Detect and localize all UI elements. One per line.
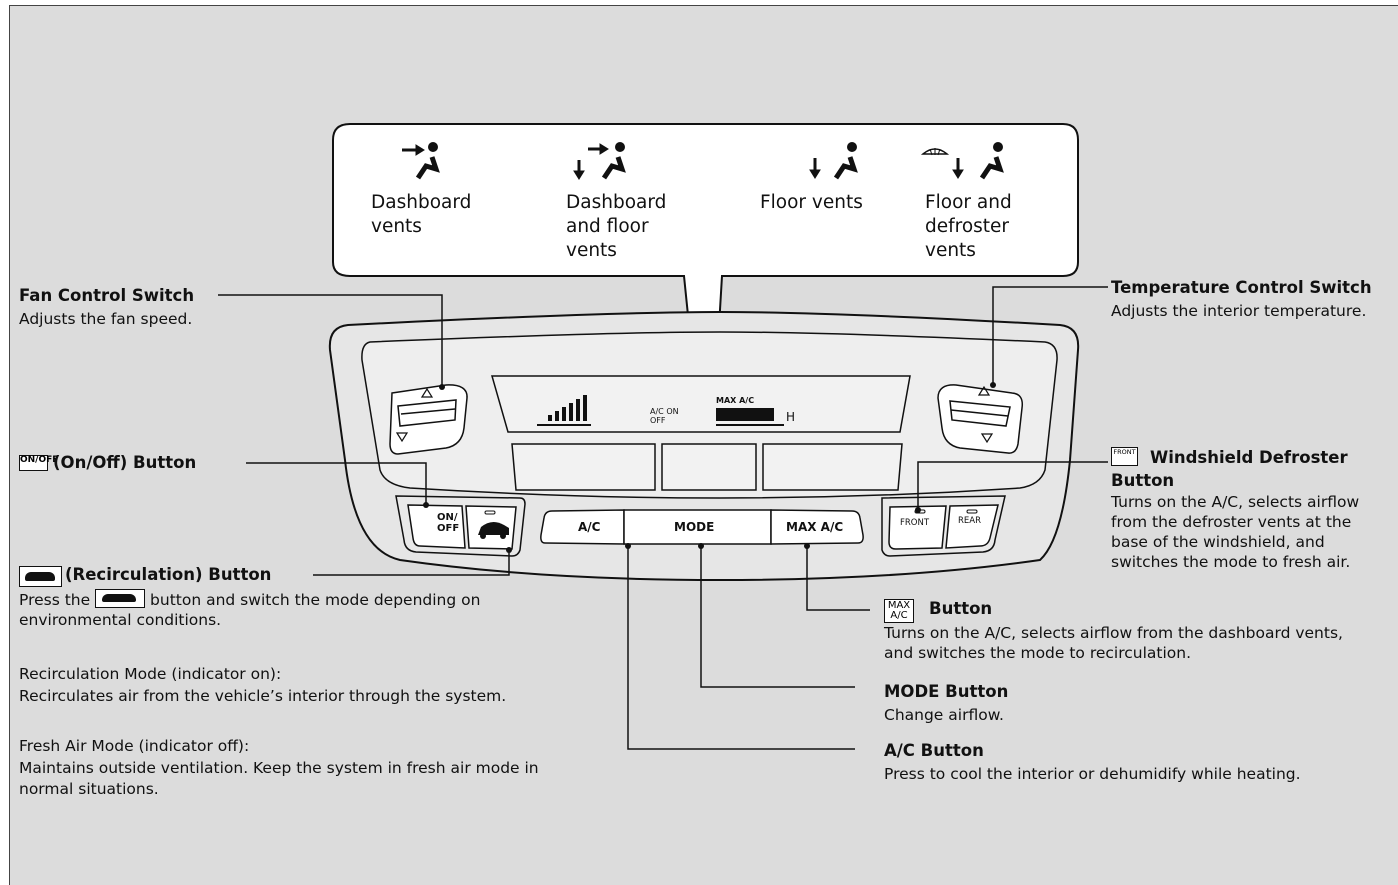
- fresh-air-mode-desc-1: Maintains outside ventilation. Keep the …: [19, 758, 539, 778]
- display-max-ac-label: MAX A/C: [716, 396, 754, 406]
- recirculation-icon: [19, 566, 62, 587]
- recirculation-inline-icon: [95, 589, 145, 608]
- max-ac-button-label: MAX A/C: [786, 517, 843, 537]
- front-defroster-icon: FRONT: [1111, 447, 1138, 466]
- fan-control-desc: Adjusts the fan speed.: [19, 309, 192, 329]
- temperature-control-title: Temperature Control Switch: [1111, 278, 1372, 298]
- mode-button-label: MODE: [674, 517, 714, 537]
- recirculation-mode-title: Recirculation Mode (indicator on):: [19, 664, 281, 684]
- mode-button-title: MODE Button: [884, 682, 1008, 702]
- fresh-air-mode-title: Fresh Air Mode (indicator off):: [19, 736, 249, 756]
- onoff-button-label: ON/OFF: [437, 512, 459, 534]
- temperature-control-desc: Adjusts the interior temperature.: [1111, 301, 1366, 321]
- max-ac-desc: Turns on the A/C, selects airflow from t…: [884, 623, 1343, 663]
- display-window: [492, 376, 910, 432]
- ac-button-label: A/C: [578, 517, 600, 537]
- ac-button-desc: Press to cool the interior or dehumidify…: [884, 764, 1301, 784]
- fresh-air-mode-desc-2: normal situations.: [19, 779, 159, 799]
- display-hot-label: H: [786, 410, 795, 424]
- recirculation-press-text-2: environmental conditions.: [19, 610, 221, 630]
- windshield-defroster-desc: Turns on the A/C, selects airflow from t…: [1111, 492, 1359, 572]
- recirculation-mode-desc: Recirculates air from the vehicle’s inte…: [19, 686, 506, 706]
- ac-button-title: A/C Button: [884, 741, 984, 761]
- max-ac-title: Button: [929, 599, 992, 619]
- onoff-icon: ON/OFF: [19, 455, 48, 471]
- lower-slot-mid: [662, 444, 756, 490]
- rear-button-label: REAR: [958, 516, 981, 526]
- recirculation-press-text: Press the button and switch the mode dep…: [19, 589, 480, 610]
- onoff-title: (On/Off) Button: [53, 453, 196, 473]
- recirculation-title: (Recirculation) Button: [65, 565, 271, 585]
- windshield-defroster-title-2: Button: [1111, 471, 1174, 491]
- lower-slot-left: [512, 444, 655, 490]
- fan-control-title: Fan Control Switch: [19, 286, 194, 306]
- lower-slot-right: [763, 444, 902, 490]
- windshield-defroster-title: Windshield Defroster: [1150, 448, 1348, 468]
- front-button-label: FRONT: [900, 518, 929, 528]
- mode-button-desc: Change airflow.: [884, 705, 1004, 725]
- floor-vents-label: Floor vents: [760, 191, 863, 215]
